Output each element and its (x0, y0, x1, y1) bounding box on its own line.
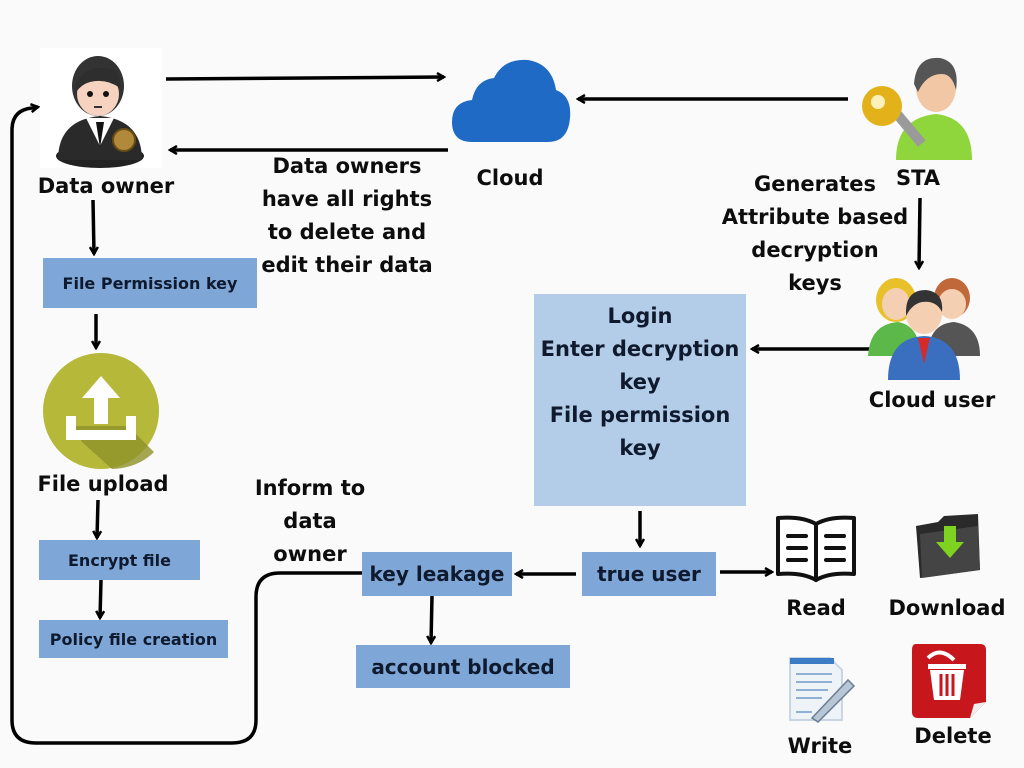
encrypt-file-box: Encrypt file (39, 540, 200, 580)
annotation-line: edit their data (261, 253, 433, 277)
cloud-user-group-icon (866, 270, 982, 380)
cloud-label: Cloud (476, 166, 544, 190)
arrow-keyleakage-to-blocked (431, 595, 432, 643)
arrow-owner-to-fpk (93, 199, 94, 254)
write-document-pen-icon (782, 654, 858, 724)
arrow-sta-to-cloud-user (919, 197, 920, 268)
annotation-line: Inform to (254, 476, 366, 500)
policy-file-creation-box: Policy file creation (39, 620, 228, 658)
key-leakage-box: key leakage (362, 552, 512, 596)
login-box-line: Login (607, 304, 673, 328)
annotation-line: decryption (751, 238, 879, 262)
download-folder-icon (912, 512, 984, 580)
login-box-line: key (619, 370, 661, 394)
login-decryption-box: Login Enter decryption key File permissi… (534, 294, 746, 506)
annotation-line: Attribute based (721, 205, 909, 229)
annotation-line: owner (273, 542, 347, 566)
annotation-line: have all rights (261, 187, 433, 211)
data-owner-label: Data owner (37, 174, 175, 198)
annotation-line: Generates (754, 172, 876, 196)
arrow-keyleakage-to-owner (10, 107, 362, 745)
file-permission-key-box: File Permission key (43, 258, 257, 308)
sta-key-user-icon (856, 48, 974, 160)
arrow-upload-to-encrypt (97, 499, 98, 538)
cloud-user-label: Cloud user (868, 388, 996, 412)
annotation-line: data (283, 509, 337, 533)
login-box-line: key (619, 436, 661, 460)
true-user-box: true user (582, 552, 716, 596)
owner-rights-annotation: Data owners have all rights to delete an… (255, 150, 439, 282)
arrow-owner-to-cloud (165, 77, 444, 79)
cloud-icon (448, 50, 574, 160)
arrow-encrypt-to-policy (100, 579, 101, 618)
file-upload-icon (42, 352, 160, 470)
account-blocked-box: account blocked (356, 645, 570, 688)
download-label: Download (888, 596, 1006, 620)
sta-label: STA (895, 166, 941, 190)
data-owner-admin-icon (40, 48, 162, 168)
annotation-line: keys (788, 271, 842, 295)
login-box-line: File permission (549, 403, 731, 427)
sta-generates-annotation: Generates Attribute based decryption key… (712, 168, 918, 300)
file-upload-label: File upload (37, 472, 169, 496)
annotation-line: to delete and (267, 220, 427, 244)
inform-owner-annotation: Inform to data owner (250, 472, 370, 571)
delete-trash-icon (908, 640, 988, 720)
login-box-line: Enter decryption (540, 337, 740, 361)
write-label: Write (787, 734, 853, 758)
read-label: Read (786, 596, 846, 620)
annotation-line: Data owners (272, 154, 422, 178)
read-book-icon (772, 512, 860, 584)
delete-label: Delete (914, 724, 992, 748)
